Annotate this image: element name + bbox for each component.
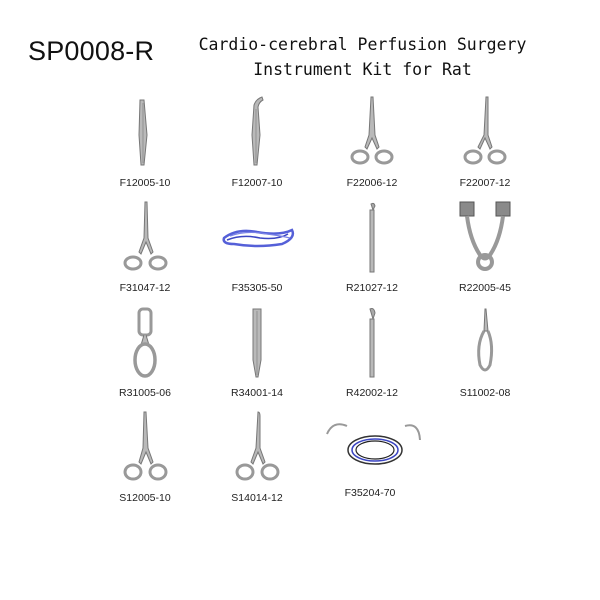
kit-code: SP0008-R: [28, 36, 155, 66]
kit-title-line1: Cardio-cerebral Perfusion Surgery: [198, 35, 527, 54]
instrument-code: R31005-06: [119, 387, 171, 399]
instrument-item: R34001-14: [212, 305, 302, 405]
flat-forceps-icon: [252, 308, 262, 378]
kit-title-line2: Instrument Kit for Rat: [253, 60, 472, 79]
instrument-code: F22007-12: [459, 177, 511, 189]
instrument-item: F31047-12: [100, 200, 190, 300]
instrument-item: S12005-10: [100, 410, 190, 510]
instrument-code: F35305-50: [231, 282, 283, 294]
instrument-code: S14014-12: [231, 492, 283, 504]
instrument-item: F12007-10: [212, 95, 302, 195]
instrument-item: R21027-12: [327, 200, 417, 300]
straight-forceps-icon: [138, 99, 148, 166]
ring-clamp-icon: [133, 307, 157, 378]
instrument-item: F22006-12: [327, 95, 417, 195]
instrument-item: F22007-12: [440, 95, 530, 195]
instrument-code: S12005-10: [119, 492, 171, 504]
hemostat-icon: [350, 96, 394, 165]
retractor-icon: [459, 201, 511, 271]
instrument-code: F35204-70: [344, 487, 396, 499]
instrument-item: F35305-50: [212, 200, 302, 300]
scissors-icon: [123, 411, 168, 481]
instrument-code: R34001-14: [231, 387, 283, 399]
suture-needle-icon: [326, 423, 421, 465]
curved-forceps-icon: [251, 96, 264, 166]
instrument-code: R42002-12: [346, 387, 398, 399]
needle-holder-icon: [123, 201, 168, 271]
curved-scissors-icon: [235, 411, 280, 481]
instrument-item: S14014-12: [212, 410, 302, 510]
instrument-code: F12005-10: [119, 177, 171, 189]
instrument-item: R31005-06: [100, 305, 190, 405]
instrument-item: F35204-70: [325, 412, 421, 512]
instrument-item: S11002-08: [440, 305, 530, 405]
instrument-code: F31047-12: [119, 282, 171, 294]
instrument-code: F12007-10: [231, 177, 283, 189]
kit-title: Cardio-cerebral Perfusion Surgery Instru…: [190, 32, 535, 82]
instrument-code: F22006-12: [346, 177, 398, 189]
instrument-code: R21027-12: [346, 282, 398, 294]
probe-hook-icon: [369, 202, 376, 273]
instrument-item: R22005-45: [440, 200, 530, 300]
spatula-hook-icon: [369, 308, 376, 378]
instrument-item: F12005-10: [100, 95, 190, 195]
hemostat-icon: [463, 96, 507, 165]
spring-scissors-icon: [477, 308, 494, 372]
instrument-code: S11002-08: [459, 387, 511, 399]
blue-suture-icon: [222, 228, 295, 248]
instrument-code: R22005-45: [459, 282, 511, 294]
instrument-item: R42002-12: [327, 305, 417, 405]
